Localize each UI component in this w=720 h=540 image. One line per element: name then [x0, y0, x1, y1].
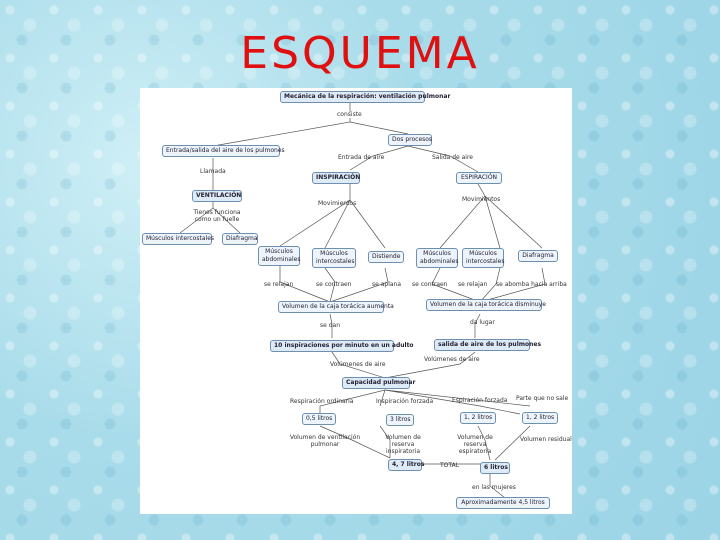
- label-se-dan: se dan: [320, 322, 341, 329]
- page-title: ESQUEMA: [240, 28, 480, 79]
- label-consiste: consiste: [337, 111, 362, 118]
- node-1-2-litros-b: 1, 2 litros: [522, 412, 558, 424]
- label-volumen-reserva-inspiratoria: Volumen de reserva inspiratoria: [385, 434, 421, 455]
- node-6-litros: 6 litros: [480, 462, 510, 474]
- node-1-2-litros-a: 1, 2 litros: [460, 412, 496, 424]
- concept-map: Mecánica de la respiración: ventilación …: [140, 88, 572, 514]
- node-musculos-intercostales-r: Músculos intercostales: [462, 248, 504, 268]
- label-inspiracion-forzada: Inspiración forzada: [376, 398, 434, 405]
- label-tienes-funciona: Tienes funciona como un fuelle: [193, 209, 241, 223]
- node-entrada-salida: Entrada/salida del aire de los pulmones: [162, 145, 285, 157]
- node-diafragma-right: Diafragma: [518, 250, 558, 262]
- node-inspiracion: INSPIRACIÓN: [312, 172, 360, 184]
- label-se-aplana: se aplana: [372, 281, 402, 288]
- label-volumen-ventilacion: Volumen de ventilación pulmonar: [289, 434, 361, 448]
- node-inspiraciones-minuto: 10 inspiraciones por minuto en un adulto: [270, 340, 414, 352]
- connector-lines: [179, 102, 546, 499]
- label-volumenes-aire-r: Volúmenes de aire: [424, 356, 480, 363]
- node-root: Mecánica de la respiración: ventilación …: [280, 91, 450, 103]
- node-ventilacion: VENTILACIÓN: [192, 190, 242, 202]
- label-se-relajan-l: se relajan: [264, 281, 294, 288]
- node-espiracion: ESPIRACIÓN: [456, 172, 502, 184]
- label-movimientos-l: Movimientos: [318, 200, 357, 207]
- label-salida-aire: Salida de aire: [432, 154, 473, 161]
- label-en-mujeres: en las mujeres: [472, 484, 516, 491]
- node-musculos-intercostales-l: Músculos intercostales: [312, 248, 356, 268]
- node-aproximadamente-4-5: Aproximadamente 4,5 litros: [456, 497, 550, 509]
- node-salida-aire: salida de aire de los pulmones: [434, 339, 541, 351]
- node-4-7-litros: 4, 7 litros: [388, 459, 424, 471]
- node-distiende: Distiende: [368, 251, 404, 263]
- label-volumen-reserva-espiratoria: Volumen de reserva espiratoria: [457, 434, 493, 455]
- label-entrada-aire: Entrada de aire: [338, 154, 385, 161]
- label-da-lugar: da lugar: [470, 319, 495, 326]
- label-volumenes-aire-l: Volúmenes de aire: [330, 361, 386, 368]
- node-3-litros: 3 litros: [386, 414, 414, 426]
- node-musculos-abdominales-r: Músculos abdominales: [416, 248, 458, 268]
- label-total: TOTAL: [440, 462, 460, 469]
- label-se-abomba: se abomba hacia arriba: [496, 281, 567, 288]
- label-parte-no-sale: Parte que no sale: [516, 395, 569, 402]
- node-musculos-abdominales-l: Músculos abdominales: [258, 246, 300, 266]
- label-llamada: Llamada: [200, 168, 226, 175]
- label-movimientos-r: Movimientos: [462, 196, 501, 203]
- label-respiracion-ordinaria: Respiración ordinaria: [290, 398, 354, 405]
- label-se-contraen-r: se contraen: [412, 281, 448, 288]
- node-capacidad-pulmonar: Capacidad pulmonar: [342, 377, 415, 389]
- label-se-contraen-l: se contraen: [316, 281, 352, 288]
- node-volumen-aumenta: Volumen de la caja torácica aumenta: [278, 301, 394, 313]
- label-se-relajan-r: se relajan: [458, 281, 488, 288]
- node-0-5-litros: 0,5 litros: [302, 413, 336, 425]
- node-diafragma-left: Diafragma: [222, 233, 258, 245]
- node-musculos-intercostales: Músculos intercostales: [142, 233, 214, 245]
- label-volumen-residual: Volumen residual: [520, 436, 572, 443]
- node-volumen-disminuye: Volumen de la caja torácica disminuye: [426, 299, 546, 311]
- label-espiracion-forzada: Espiración forzada: [452, 397, 508, 404]
- node-dos-procesos: Dos procesos: [388, 134, 432, 146]
